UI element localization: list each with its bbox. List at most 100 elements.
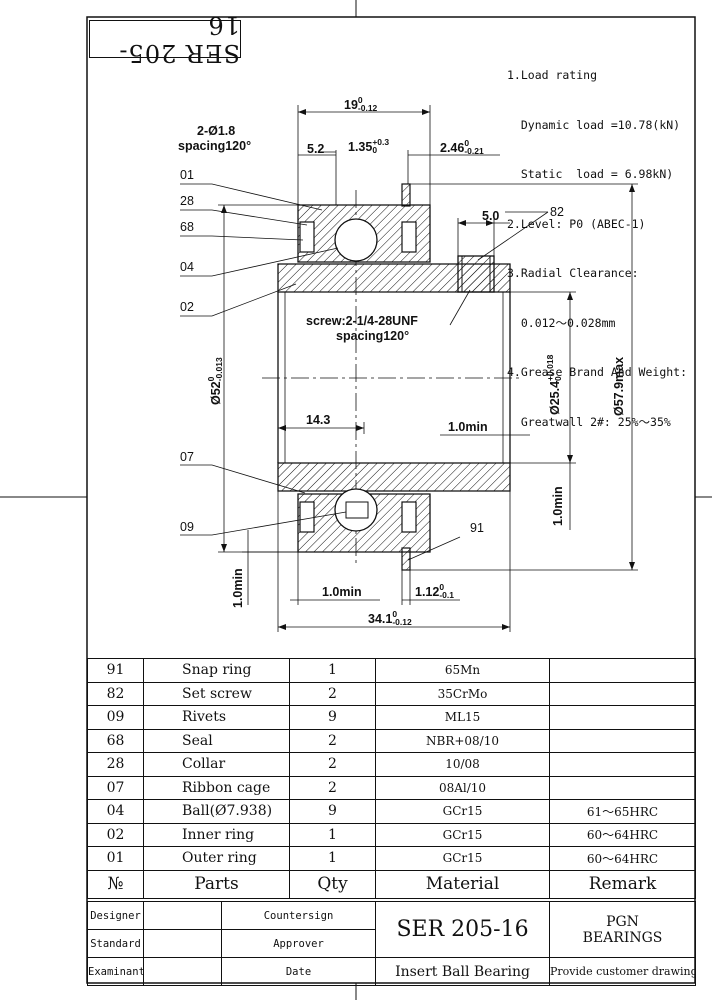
bom-no: 09 (87, 705, 144, 730)
bom-part: Collar (143, 752, 290, 777)
ball-top (334, 218, 378, 262)
note-line: Greatwall 2#: 25%～35% (507, 414, 671, 429)
bom-remark: 60～64HRC (549, 822, 696, 847)
bom-material: GCr15 (375, 799, 550, 824)
snap-ring-top (401, 183, 411, 207)
callout-68: 68 (180, 220, 194, 234)
bom-part: Set screw (143, 681, 290, 706)
dim-sub: -0.013 (214, 357, 224, 382)
dim-holes-line2: spacing120° (178, 139, 252, 153)
dim-sup: 0 (392, 609, 398, 619)
bom-remark: 61～65HRC (549, 799, 696, 824)
dim-sub: 0 (553, 376, 563, 381)
bom-part: Outer ring (143, 846, 290, 871)
bom-header-no: № (87, 869, 144, 899)
dim-sub: -0.12 (392, 617, 412, 627)
dim-14-3: 14.3 (306, 413, 331, 427)
seal-bottom-left (299, 501, 315, 533)
note-line: 3.Radial Clearance: (507, 266, 639, 280)
bom-header-remark: Remark (549, 869, 696, 899)
dim-sup: 0 (464, 138, 470, 148)
bom-material: 10/08 (375, 752, 550, 777)
brand-line1: PGN (606, 913, 639, 930)
bom-material: 35CrMo (375, 681, 550, 706)
bom-qty: 1 (289, 846, 376, 871)
note-line: 1.Load rating (507, 68, 598, 82)
standard-value (143, 929, 222, 958)
brand-line2: BEARINGS (582, 929, 663, 946)
dim-5-0: 5.0 (482, 209, 500, 223)
bom-material: GCr15 (375, 822, 550, 847)
note-line: 2.Level: P0 (ABEC-1) (507, 216, 646, 231)
bom-no: 82 (87, 681, 144, 706)
bom-no: 91 (87, 658, 144, 683)
note-line: Dynamic load =10.78(kN) (507, 117, 681, 132)
leader-lines (180, 183, 549, 561)
designer-label: Designer (87, 901, 144, 930)
dim-1-0-left: 1.0min (231, 568, 245, 608)
note-line: Static load = 6.98kN) (507, 167, 674, 181)
bom-remark (549, 681, 696, 706)
bom-material: 08Al/10 (375, 775, 550, 800)
bom-remark: 60～64HRC (549, 846, 696, 871)
part-code: SER 205-16 (375, 901, 551, 958)
bom-part: Rivets (143, 705, 290, 730)
approver-label: Approver (220, 929, 377, 958)
dim-screw-spacing: spacing120° (336, 329, 410, 343)
callout-09: 09 (180, 520, 194, 534)
bom-remark (549, 658, 696, 683)
dim-sub: -0.12 (357, 103, 378, 113)
bom-qty: 9 (289, 705, 376, 730)
technical-notes: 1.Load rating Dynamic load =10.78(kN) St… (507, 34, 687, 447)
seal-top-left (299, 221, 315, 253)
dim-main: 19 (344, 98, 358, 112)
countersign-label: Countersign (220, 901, 377, 930)
bom-part: Inner ring (143, 822, 290, 847)
date-label: Date (220, 957, 377, 986)
bom-header-part: Parts (143, 869, 290, 899)
bom-remark (549, 775, 696, 800)
designer-value (143, 901, 222, 930)
note-line: 0.012～0.028mm (507, 315, 616, 330)
dim-sub: 0 (372, 145, 378, 155)
bom-material: GCr15 (375, 846, 550, 871)
dim-sup: 0 (357, 95, 363, 105)
bom-header-qty: Qty (289, 869, 376, 899)
bom-material: NBR+08/10 (375, 728, 550, 753)
examinant-value (143, 957, 222, 986)
dimension-lines (218, 105, 638, 632)
callout-02: 02 (180, 300, 194, 314)
dim-main: Ø25.4 (548, 380, 562, 415)
callout-04: 04 (180, 260, 194, 274)
callout-28: 28 (180, 194, 194, 208)
callout-01: 01 (180, 168, 194, 182)
snap-ring-bottom (401, 547, 411, 571)
dim-main: 1.35 (348, 140, 373, 154)
bom-no: 04 (87, 799, 144, 824)
dim-holes-line1: 2-Ø1.8 (197, 124, 236, 138)
remark-text: Provide customer drawings (549, 957, 697, 986)
dim-holes: 2-Ø1.8 (197, 124, 235, 138)
note-line: 4.Grease Brand And Weight: (507, 365, 688, 379)
bom-no: 28 (87, 752, 144, 777)
bom-no: 68 (87, 728, 144, 753)
inner-ring-bottom (277, 462, 511, 492)
bom-no: 01 (87, 846, 144, 871)
dim-1-0-inner: 1.0min (448, 420, 488, 434)
part-code-stamp-rotated: SER 205-16 (89, 11, 241, 67)
callout-91: 91 (470, 521, 484, 535)
dim-main: 34.1 (368, 612, 393, 626)
